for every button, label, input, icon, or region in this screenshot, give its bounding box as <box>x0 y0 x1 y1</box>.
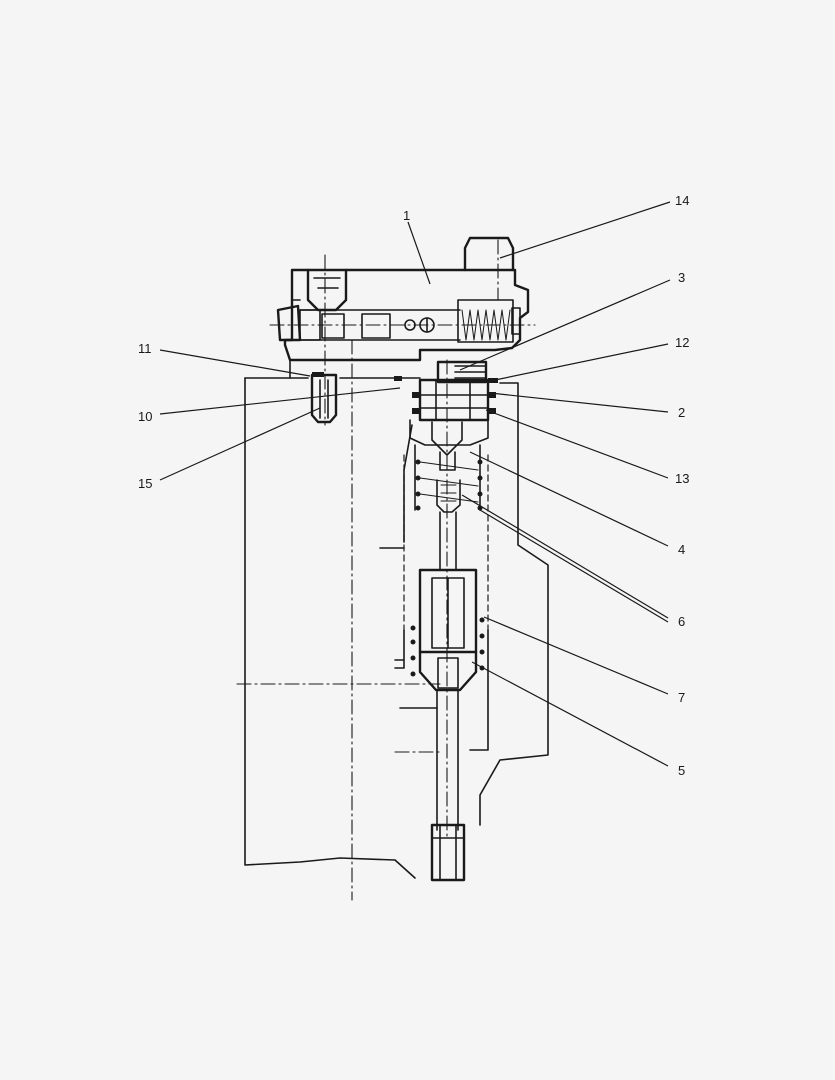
callout-12: 12 <box>675 335 689 350</box>
callout-3: 3 <box>678 270 685 285</box>
callout-7: 7 <box>678 690 685 705</box>
callout-4: 4 <box>678 542 685 557</box>
valve-stack <box>409 360 498 456</box>
bottom-nut <box>430 823 466 882</box>
leader-lines <box>159 201 671 767</box>
callout-labels: 1 14 3 12 11 2 10 13 15 4 6 7 5 <box>138 193 689 778</box>
lower-actuator <box>394 568 489 751</box>
callout-1: 1 <box>403 208 410 223</box>
housing-outline <box>244 377 549 879</box>
callout-13: 13 <box>675 471 689 486</box>
callout-5: 5 <box>678 763 685 778</box>
left-pin <box>289 359 421 424</box>
callout-10: 10 <box>138 409 152 424</box>
callout-15: 15 <box>138 476 152 491</box>
top-solenoid <box>463 236 515 272</box>
callout-11: 11 <box>138 341 152 356</box>
callout-14: 14 <box>675 193 689 208</box>
valve-head-block <box>276 268 530 362</box>
valve-stem <box>436 511 459 831</box>
callout-6: 6 <box>678 614 685 629</box>
callout-2: 2 <box>678 405 685 420</box>
